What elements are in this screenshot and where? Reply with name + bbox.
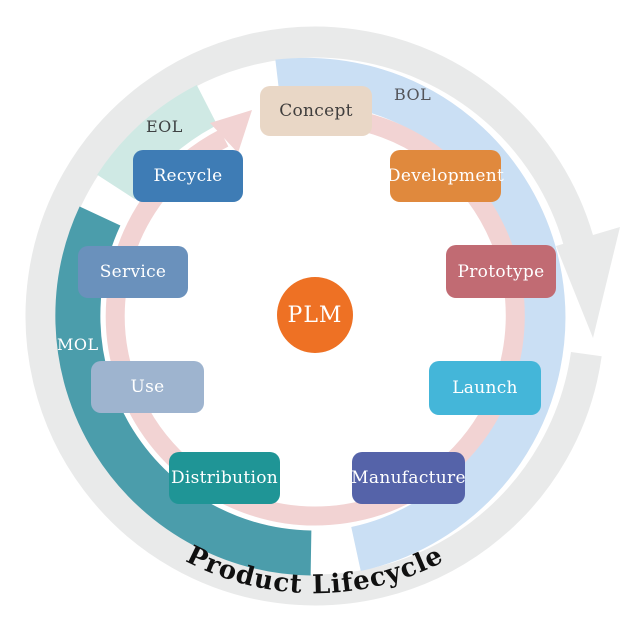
stage-box-prototype: Prototype bbox=[446, 245, 556, 298]
bol-label: BOL bbox=[394, 85, 432, 104]
stage-box-development: Development bbox=[387, 150, 504, 202]
plm-center-node: PLM bbox=[277, 277, 353, 353]
outer-cycle-arrow bbox=[25, 26, 620, 606]
mol-label: MOL bbox=[57, 335, 99, 354]
stage-box-distribution: Distribution bbox=[169, 452, 280, 504]
eol-label: EOL bbox=[146, 117, 183, 136]
stage-box-recycle: Recycle bbox=[133, 150, 243, 202]
eol-arc bbox=[97, 84, 218, 200]
stage-box-launch: Launch bbox=[429, 361, 541, 415]
outer-cycle-ring bbox=[25, 26, 605, 606]
outer-arrowhead-icon bbox=[556, 227, 620, 338]
inner-arrowhead-icon bbox=[210, 110, 252, 153]
stage-box-manufacture: Manufacture bbox=[351, 452, 466, 504]
stage-box-service: Service bbox=[78, 246, 188, 298]
stage-box-concept: Concept bbox=[260, 86, 372, 136]
stage-box-use: Use bbox=[91, 361, 204, 413]
